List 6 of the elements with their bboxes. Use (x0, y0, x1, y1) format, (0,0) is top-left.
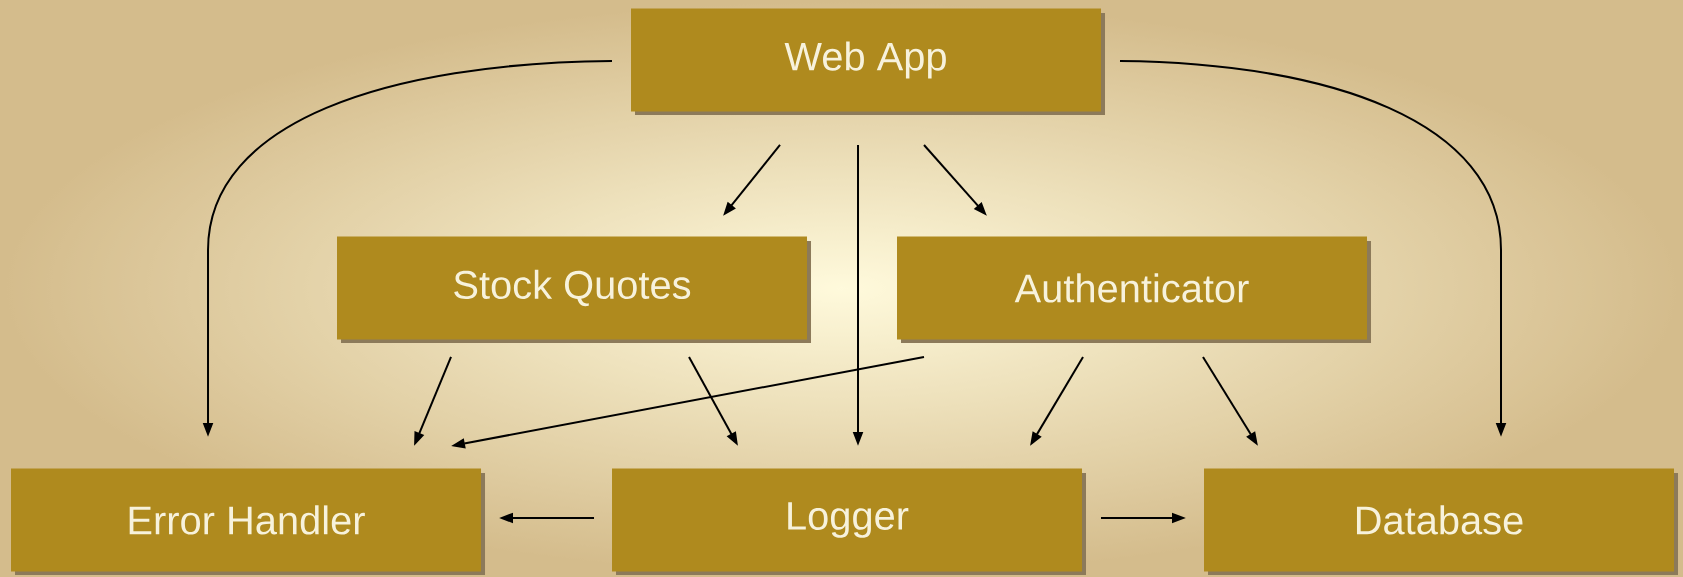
process-box: Web App (631, 8, 1101, 112)
process-box: Database (1204, 468, 1674, 572)
process-box: Authenticator (897, 236, 1367, 340)
process-box: Stock Quotes (337, 236, 807, 340)
process-box: Error Handler (11, 468, 481, 572)
process-box: Logger (612, 468, 1082, 572)
